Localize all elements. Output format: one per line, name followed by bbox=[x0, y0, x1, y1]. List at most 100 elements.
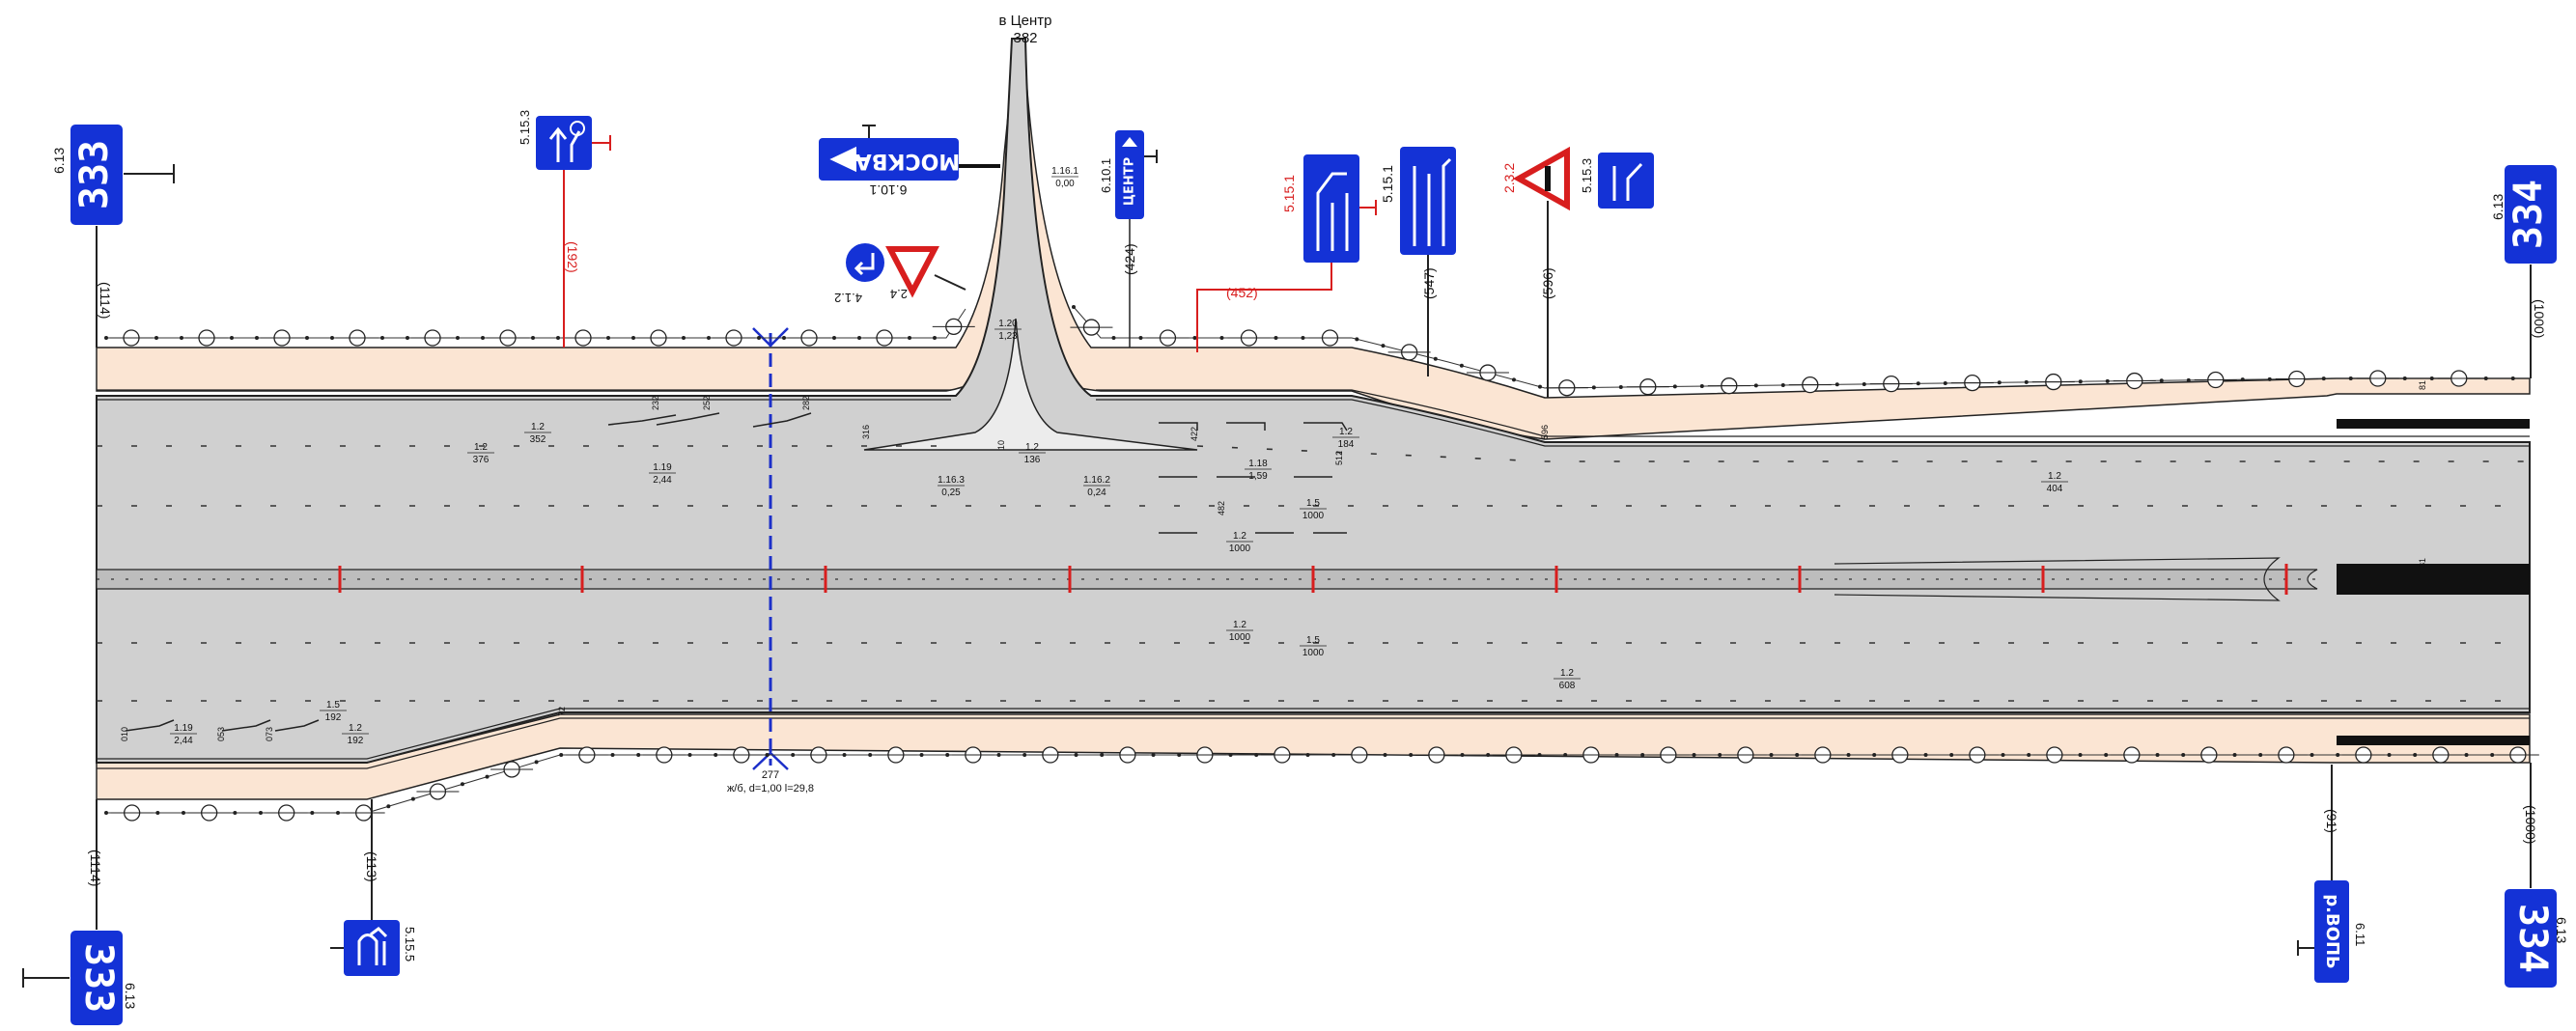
svg-text:1.19: 1.19 bbox=[174, 723, 193, 734]
svg-text:184: 184 bbox=[1338, 439, 1355, 450]
sign-centr-text: ЦЕНТР bbox=[1123, 157, 1137, 206]
svg-text:2,44: 2,44 bbox=[653, 475, 672, 486]
chainage-number: 053 bbox=[216, 727, 226, 741]
marking-label: 1.201,23 bbox=[994, 319, 1022, 342]
km-post-value: 333 bbox=[76, 943, 121, 1013]
fence-post bbox=[996, 753, 1001, 757]
sign-code: 2.4 bbox=[890, 287, 908, 301]
fence-post bbox=[1537, 753, 1542, 757]
sign-offset: (91) bbox=[2324, 809, 2339, 833]
fence-post bbox=[606, 336, 610, 340]
fence-post bbox=[2267, 376, 2272, 381]
km-post-value: 334 bbox=[2506, 180, 2551, 249]
fence-post bbox=[1872, 753, 1877, 757]
marking-label: 1.16.3 0,25 bbox=[938, 475, 965, 498]
fence-post bbox=[1383, 753, 1387, 757]
fence-post bbox=[2078, 379, 2083, 384]
svg-text:404: 404 bbox=[2047, 484, 2063, 494]
fence-post bbox=[1795, 753, 1800, 757]
svg-text:1.2: 1.2 bbox=[474, 442, 488, 453]
fence-post bbox=[1718, 753, 1722, 757]
chainage-number: 596 bbox=[1540, 425, 1550, 439]
fence-post bbox=[1780, 382, 1785, 387]
sign-offset: (113) bbox=[364, 851, 379, 882]
roadside-fence-top bbox=[104, 305, 2530, 397]
svg-text:1.2: 1.2 bbox=[2048, 471, 2061, 482]
svg-text:0,24: 0,24 bbox=[1087, 488, 1106, 498]
fence-post bbox=[2159, 378, 2164, 383]
fence-post bbox=[2105, 378, 2110, 383]
sign-5-15-3-left: 5.15.3 (192) bbox=[518, 110, 611, 348]
fence-post bbox=[945, 753, 950, 757]
fence-post bbox=[791, 753, 796, 757]
sign-code: 6.10.1 bbox=[1099, 158, 1113, 193]
km-post-code: 6.13 bbox=[2490, 194, 2506, 220]
sign-2-3-2: 2.3.2 (596) bbox=[1501, 146, 1570, 398]
roadside-fence-bottom bbox=[104, 746, 2539, 822]
fence-post bbox=[1769, 753, 1774, 757]
fence-post bbox=[1022, 753, 1027, 757]
fence-post bbox=[1355, 337, 1359, 342]
sign-offset: (452) bbox=[1226, 285, 1258, 300]
svg-text:192: 192 bbox=[348, 736, 364, 746]
median bbox=[96, 419, 2530, 745]
fence-post bbox=[485, 774, 490, 779]
fence-post bbox=[1692, 753, 1696, 757]
fence-post bbox=[782, 336, 786, 340]
sign-code-2: 4.1.2 bbox=[834, 291, 862, 305]
chainage-number: 252 bbox=[702, 396, 712, 410]
svg-text:0,25: 0,25 bbox=[941, 488, 961, 498]
svg-text:0,00: 0,00 bbox=[1055, 179, 1075, 189]
svg-text:1.5: 1.5 bbox=[326, 700, 340, 711]
chainage-number: 512 bbox=[1334, 451, 1344, 465]
fence-post bbox=[636, 753, 641, 757]
fence-post bbox=[255, 336, 259, 340]
fence-post bbox=[1834, 382, 1839, 387]
fence-post bbox=[336, 811, 340, 815]
fence-post bbox=[2510, 376, 2515, 380]
km-post-code: 6.13 bbox=[51, 148, 67, 174]
fence-post bbox=[1846, 753, 1851, 757]
km-post-value: 333 bbox=[72, 140, 117, 209]
fence-post bbox=[1672, 384, 1677, 389]
fence-post bbox=[1433, 356, 1438, 361]
chainage-number: 10 bbox=[996, 440, 1006, 450]
sign-river-text: р.ВОПЬ bbox=[2322, 894, 2342, 969]
chainage-number: 482 bbox=[1217, 501, 1226, 516]
fence-post bbox=[2310, 753, 2314, 757]
km-post-value: 334 bbox=[2510, 904, 2555, 973]
fence-post bbox=[559, 753, 564, 757]
km-post-right-top: 334 6.13 (1000) bbox=[2490, 163, 2559, 378]
svg-text:192: 192 bbox=[325, 712, 342, 723]
sign-code: 5.15.1 bbox=[1281, 175, 1297, 212]
svg-text:1.16.3: 1.16.3 bbox=[938, 475, 965, 486]
fence-post bbox=[330, 336, 334, 340]
fence-post bbox=[832, 336, 836, 340]
sign-offset: (424) bbox=[1122, 243, 1137, 275]
svg-text:1000: 1000 bbox=[1302, 648, 1325, 658]
fence-post bbox=[2387, 753, 2392, 757]
fence-post bbox=[2232, 753, 2237, 757]
fence-post bbox=[2429, 376, 2434, 380]
sign-offset: (192) bbox=[565, 241, 580, 273]
fence-post bbox=[305, 336, 309, 340]
edge-lines bbox=[97, 389, 2530, 769]
fence-post bbox=[2181, 753, 2186, 757]
fence-post bbox=[2078, 753, 2083, 757]
fence-post bbox=[1949, 753, 1954, 757]
fence-post bbox=[842, 753, 847, 757]
fence-post bbox=[2413, 753, 2418, 757]
chainage-number: 316 bbox=[861, 425, 871, 439]
fence-post bbox=[1511, 377, 1516, 382]
fence-post bbox=[310, 811, 315, 815]
fence-post bbox=[230, 336, 234, 340]
svg-text:1.2: 1.2 bbox=[1233, 531, 1246, 542]
culvert bbox=[752, 327, 789, 770]
fence-post bbox=[2104, 753, 2109, 757]
